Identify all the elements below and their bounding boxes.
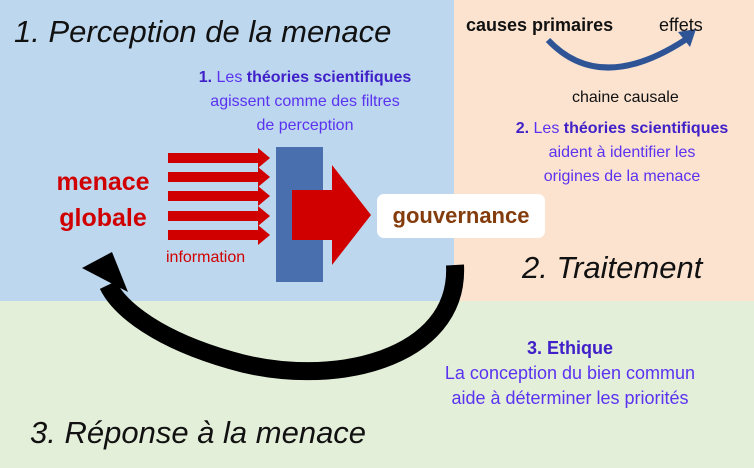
perception-zone bbox=[0, 0, 454, 301]
note-number: 1. bbox=[198, 69, 213, 86]
note-text: Les bbox=[533, 120, 560, 137]
reponse-title: 3. Réponse à la menace bbox=[30, 415, 367, 450]
traitement-note: 2. Les théories scientifiques aident à i… bbox=[490, 117, 754, 189]
info-arrow bbox=[168, 148, 270, 168]
effets-label: effets bbox=[659, 15, 703, 35]
note-line: de perception bbox=[256, 117, 354, 134]
menace-globale-label: menace globale bbox=[48, 164, 158, 236]
reponse-zone bbox=[0, 301, 754, 468]
note-line: La conception du bien commun bbox=[444, 363, 696, 383]
feedback-arrow bbox=[99, 264, 465, 381]
note-text: Les bbox=[216, 69, 243, 86]
note-line: origines de la menace bbox=[543, 168, 701, 185]
traitement-zone bbox=[454, 0, 754, 301]
big-red-arrow bbox=[292, 165, 371, 265]
feedback-arrowhead-icon bbox=[82, 252, 128, 292]
note-line: aide à déterminer les priorités bbox=[451, 388, 689, 408]
perception-note: 1. Les théories scientifiques agissent c… bbox=[170, 66, 440, 138]
note-line: agissent comme des filtres bbox=[210, 93, 400, 110]
causes-primaires-label: causes primaires bbox=[466, 15, 614, 35]
note-number: 2. bbox=[515, 120, 530, 137]
info-arrow bbox=[168, 186, 270, 206]
causal-chain-arrow bbox=[545, 37, 687, 71]
perception-title: 1. Perception de la menace bbox=[14, 14, 392, 49]
gouvernance-box: gouvernance bbox=[377, 194, 545, 238]
info-arrow bbox=[168, 206, 270, 226]
chaine-causale-label: chaine causale bbox=[572, 89, 679, 106]
info-arrow bbox=[168, 225, 270, 245]
information-label: information bbox=[166, 249, 246, 266]
ethique-note: 3. Ethique La conception du bien commun … bbox=[400, 336, 740, 411]
ethique-title: 3. Ethique bbox=[526, 338, 613, 358]
information-arrows bbox=[168, 148, 270, 245]
menace-line: menace bbox=[56, 168, 150, 196]
causal-arrowhead-icon bbox=[678, 29, 696, 47]
traitement-title: 2. Traitement bbox=[522, 250, 703, 285]
note-line: aident à identifier les bbox=[548, 144, 696, 161]
note-theories: théories scientifiques bbox=[246, 69, 412, 86]
globale-line: globale bbox=[59, 204, 147, 232]
info-arrow bbox=[168, 167, 270, 187]
note-theories: théories scientifiques bbox=[563, 120, 729, 137]
